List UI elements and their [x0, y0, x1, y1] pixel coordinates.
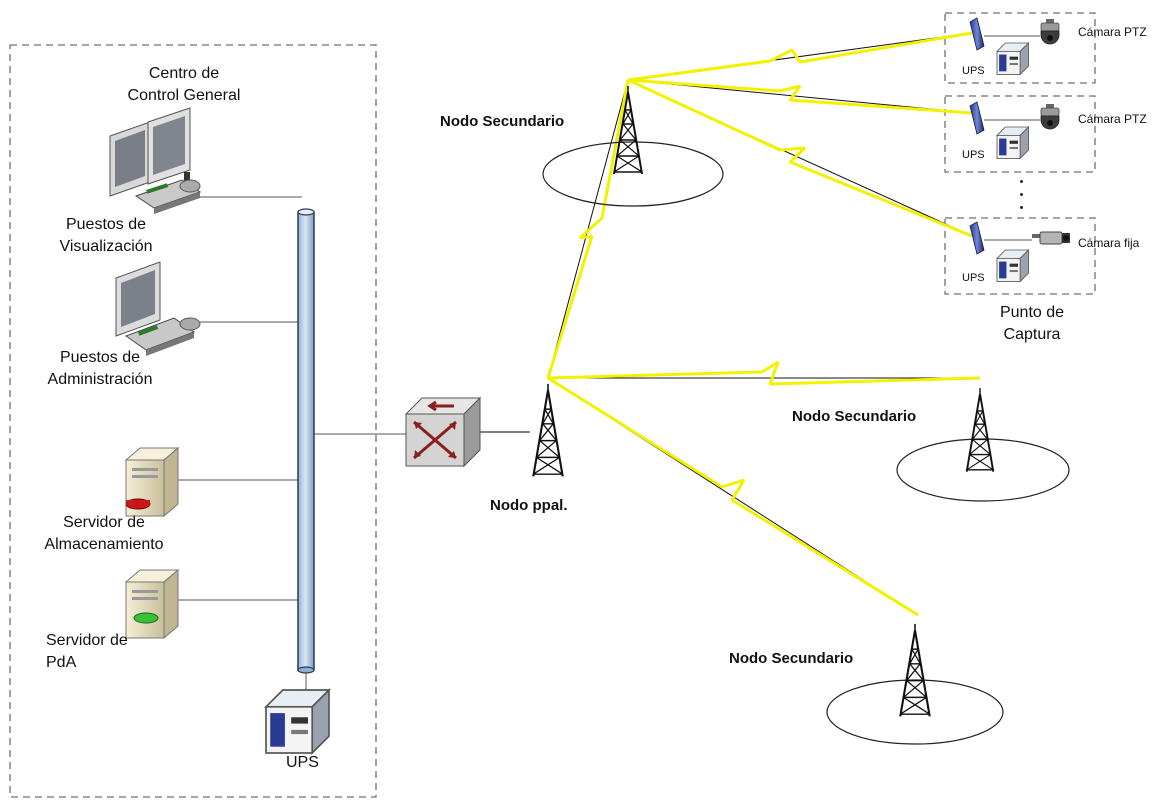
panel-antenna-icon: [969, 101, 985, 135]
dome-camera-icon: [1040, 18, 1060, 45]
central-ups-label: UPS: [286, 754, 319, 771]
bullet-camera-icon: [1032, 231, 1070, 245]
storage-server-icon: [124, 446, 180, 518]
tower-secondary-bottom-icon: [899, 622, 931, 718]
secondary-node-middle-label: Nodo Secundario: [792, 408, 917, 425]
bus-connections: [178, 196, 530, 690]
ups-box-icon: [996, 249, 1030, 283]
secondary-node-bottom-label: Nodo Secundario: [729, 650, 854, 667]
ptz-camera-2-label: Cámara PTZ: [1078, 112, 1147, 126]
control-center-boundary: [9, 44, 377, 798]
panel-antenna-icon: [969, 221, 985, 255]
dual-monitor-workstation-icon: [109, 107, 202, 214]
network-switch-icon: [404, 396, 482, 468]
ellipsis-dot: [1020, 193, 1023, 196]
dome-camera-icon: [1040, 103, 1060, 130]
capture-point-box-1: [944, 12, 1096, 84]
ups-box-icon: [996, 42, 1030, 76]
pda-server-icon: [124, 568, 180, 640]
ptz-camera-1-label: Cámara PTZ: [1078, 25, 1147, 39]
monitor-keyboard-icon: [115, 261, 201, 356]
capture-point-box-3: [944, 217, 1096, 295]
ups-1-label: UPS: [962, 65, 985, 77]
ellipsis-dot: [1020, 180, 1023, 183]
ups-3-label: UPS: [962, 272, 985, 284]
ups-2-label: UPS: [962, 149, 985, 161]
secondary-node-top-label: Nodo Secundario: [440, 113, 565, 130]
tower-main-icon: [532, 382, 564, 478]
network-bus: [297, 208, 315, 674]
capture-point-cables: [984, 35, 1040, 241]
ellipsis-dot: [1020, 206, 1023, 209]
fixed-camera-label: Cámara fija: [1078, 236, 1140, 250]
ups-box-icon: [996, 126, 1030, 160]
capture-point-box-2: [944, 95, 1096, 173]
wireless-links: [546, 31, 981, 617]
tower-secondary-middle-icon: [965, 387, 995, 473]
central-ups-icon: [264, 688, 331, 755]
main-node-label: Nodo ppal.: [490, 497, 568, 514]
